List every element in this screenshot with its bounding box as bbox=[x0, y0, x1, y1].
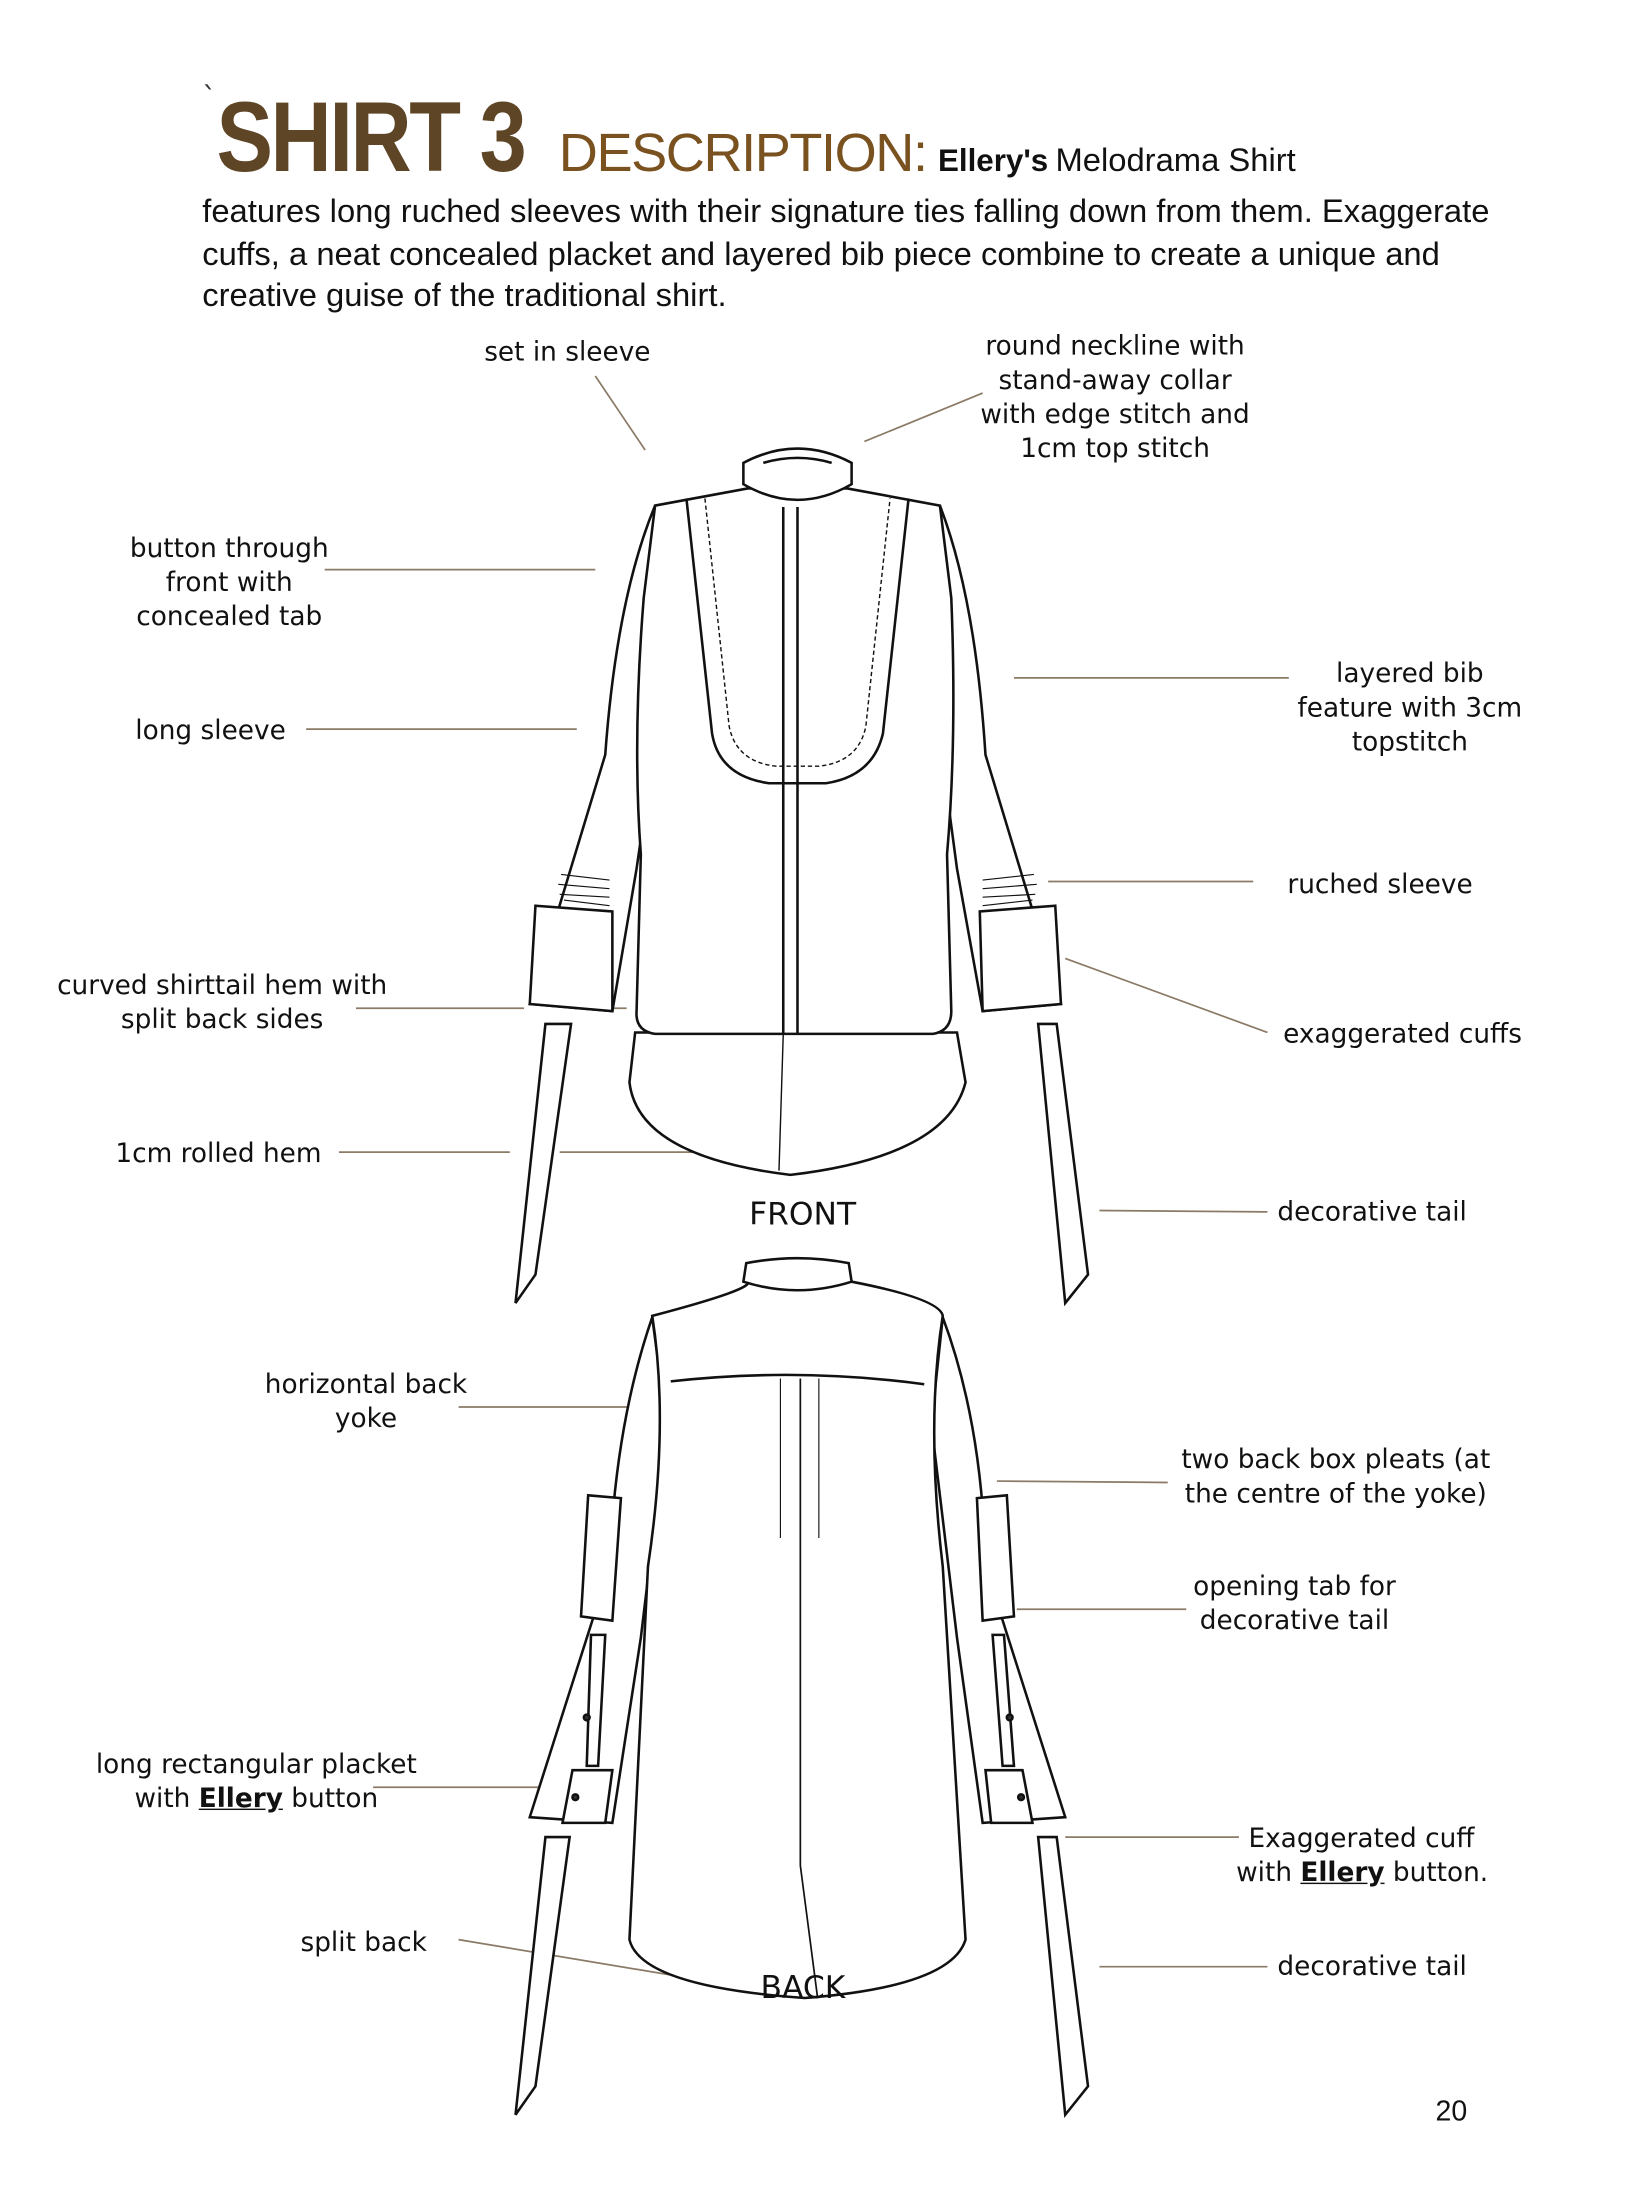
label-decorative-tail-back: decorative tail bbox=[1277, 1952, 1467, 1983]
label-cuff-back: Exaggerated cuff with Ellery button. bbox=[1236, 1823, 1489, 1891]
label-line: decorative tail bbox=[1199, 1606, 1390, 1637]
label-line: curved shirttail hem with bbox=[57, 971, 388, 1002]
label-line: horizontal back bbox=[264, 1369, 468, 1400]
brand-name: Ellery bbox=[1300, 1858, 1385, 1889]
right-cuff-back bbox=[984, 1768, 1035, 1825]
left-cuff-back bbox=[560, 1768, 614, 1825]
label-line: round neckline with bbox=[985, 331, 1245, 362]
right-sleeve-back bbox=[930, 1316, 1067, 1825]
label-line: split back sides bbox=[120, 1005, 324, 1036]
label-back-yoke: horizontal back yoke bbox=[259, 1369, 473, 1437]
brand-name: Ellery bbox=[198, 1784, 283, 1815]
label-line: with Ellery button. bbox=[1236, 1857, 1489, 1891]
back-yoke bbox=[670, 1373, 925, 1386]
label-line: topstitch bbox=[1351, 727, 1468, 758]
label-button-through: button through front with concealed tab bbox=[122, 533, 336, 636]
left-tail-back bbox=[514, 1835, 572, 2116]
left-placket bbox=[585, 1633, 607, 1768]
label-line: with edge stitch and bbox=[980, 400, 1250, 431]
label-line: long rectangular placket bbox=[95, 1750, 417, 1781]
split-line bbox=[778, 1033, 784, 1171]
shirt-name: Melodrama Shirt bbox=[1055, 140, 1296, 179]
back-view-label: BACK bbox=[760, 1970, 846, 2007]
label-line: Exaggerated cuff bbox=[1248, 1824, 1475, 1855]
back-centre-line bbox=[799, 1378, 819, 1997]
label-line: 1cm top stitch bbox=[1020, 434, 1210, 465]
label-line: the centre of the yoke) bbox=[1184, 1479, 1487, 1510]
back-shirt-drawing bbox=[514, 1256, 1090, 2119]
label-line: button through bbox=[129, 534, 329, 564]
label-set-in-sleeve: set in sleeve bbox=[484, 337, 651, 368]
front-body bbox=[635, 487, 955, 1036]
intro-text: features long ruched sleeves with their … bbox=[202, 192, 1490, 314]
label-word: button bbox=[291, 1784, 379, 1815]
label-rolled-hem: 1cm rolled hem bbox=[115, 1139, 322, 1170]
front-shirt-drawing bbox=[514, 447, 1090, 1307]
collar bbox=[742, 447, 853, 502]
label-line: layered bib bbox=[1336, 659, 1484, 690]
label-line: concealed tab bbox=[136, 602, 323, 633]
description-label: DESCRIPTION: bbox=[558, 123, 928, 184]
left-tail bbox=[514, 1022, 573, 1304]
collar-inner bbox=[762, 456, 833, 465]
label-line: opening tab for bbox=[1193, 1572, 1396, 1603]
label-exaggerated-cuffs: exaggerated cuffs bbox=[1283, 1019, 1522, 1050]
left-cuff bbox=[528, 904, 614, 1013]
left-sleeve-back bbox=[528, 1316, 668, 1825]
button-icon bbox=[1005, 1713, 1014, 1722]
page-number: 20 bbox=[1435, 2096, 1468, 2128]
front-view-label: FRONT bbox=[749, 1197, 857, 1234]
box-pleats bbox=[779, 1378, 820, 1539]
button-icon bbox=[571, 1793, 580, 1802]
label-line: feature with 3cm bbox=[1297, 693, 1523, 724]
label-neckline: round neckline with stand-away collar wi… bbox=[973, 330, 1258, 467]
right-opening-tab bbox=[975, 1493, 1016, 1623]
label-box-pleats: two back box pleats (at the centre of th… bbox=[1171, 1444, 1501, 1512]
leader-set-in-sleeve bbox=[594, 375, 646, 451]
label-word: button. bbox=[1392, 1858, 1489, 1889]
right-cuff bbox=[978, 904, 1063, 1013]
label-placket: long rectangular placket with Ellery but… bbox=[83, 1749, 430, 1817]
right-tail bbox=[1036, 1022, 1090, 1307]
label-opening-tab: opening tab for decorative tail bbox=[1186, 1571, 1402, 1639]
label-split-back: split back bbox=[300, 1928, 427, 1959]
label-word: with bbox=[1236, 1858, 1293, 1889]
label-line: with Ellery button bbox=[83, 1783, 430, 1817]
page-title: `SHIRT 3 DESCRIPTION:Ellery's Melodrama S… bbox=[202, 80, 1296, 194]
shirt-number-title: SHIRT 3 bbox=[216, 81, 526, 193]
label-line: front with bbox=[165, 568, 293, 599]
stray-mark: ` bbox=[202, 79, 217, 114]
leader-cuffs bbox=[1064, 957, 1268, 1034]
label-ruched-sleeve: ruched sleeve bbox=[1287, 870, 1473, 901]
right-placket bbox=[991, 1633, 1016, 1768]
label-line: two back box pleats (at bbox=[1181, 1445, 1491, 1476]
leader-pleats bbox=[996, 1480, 1168, 1484]
button-icon bbox=[582, 1713, 591, 1722]
label-curved-hem: curved shirttail hem with split back sid… bbox=[57, 970, 387, 1038]
label-line: yoke bbox=[334, 1404, 398, 1435]
leader-tail-front bbox=[1099, 1209, 1268, 1213]
button-icon bbox=[1016, 1793, 1026, 1802]
label-line: stand-away collar bbox=[998, 365, 1232, 396]
label-decorative-tail-front: decorative tail bbox=[1277, 1197, 1467, 1228]
label-long-sleeve: long sleeve bbox=[135, 716, 286, 747]
back-hem-layer bbox=[628, 1031, 967, 1177]
placket bbox=[781, 506, 799, 1034]
ruching bbox=[558, 873, 1037, 907]
label-word: with bbox=[134, 1784, 191, 1815]
label-layered-bib: layered bib feature with 3cm topstitch bbox=[1289, 658, 1531, 761]
back-body bbox=[628, 1280, 967, 2000]
right-tail-back bbox=[1036, 1835, 1090, 2119]
brand-name: Ellery's bbox=[937, 142, 1049, 179]
leader-neckline bbox=[864, 392, 983, 443]
left-opening-tab bbox=[579, 1493, 623, 1623]
back-collar bbox=[741, 1256, 854, 1292]
